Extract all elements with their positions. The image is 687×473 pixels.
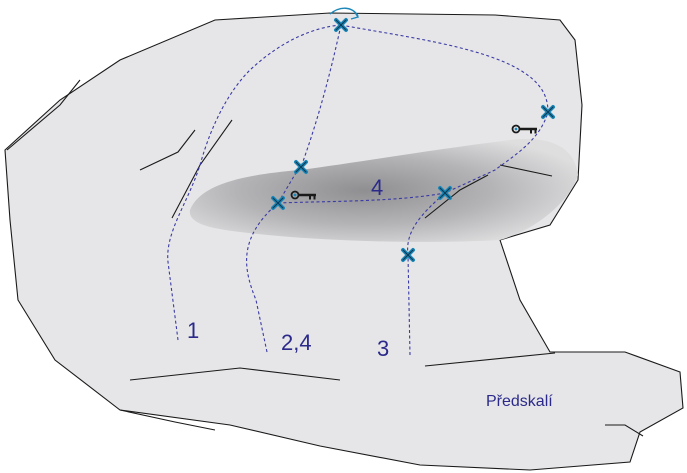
route-label-2-4: 2,4: [281, 330, 312, 355]
route-2-4-line: [246, 202, 279, 353]
route-label-4: 4: [371, 175, 383, 200]
curved-arrow-icon: [329, 7, 360, 20]
route-label-1: 1: [187, 318, 199, 343]
bolt-markers: [271, 18, 555, 262]
x-mark-icon: [334, 18, 348, 32]
x-mark-icon: [541, 105, 555, 119]
x-mark-icon: [271, 196, 285, 210]
route-1-line: [167, 24, 342, 341]
route-top-traverse-line: [340, 24, 549, 113]
rock-details: [6, 79, 644, 437]
x-mark-icon: [294, 160, 308, 174]
area-label-predskali: Předskalí: [486, 393, 553, 410]
overhang-ledge: [189, 139, 578, 242]
key-icon: [290, 190, 316, 200]
key-icon: [511, 124, 537, 134]
x-mark-icon: [438, 186, 452, 200]
rock-outline: [4, 12, 684, 471]
route-label-3: 3: [377, 336, 389, 361]
x-mark-icon: [401, 248, 415, 262]
